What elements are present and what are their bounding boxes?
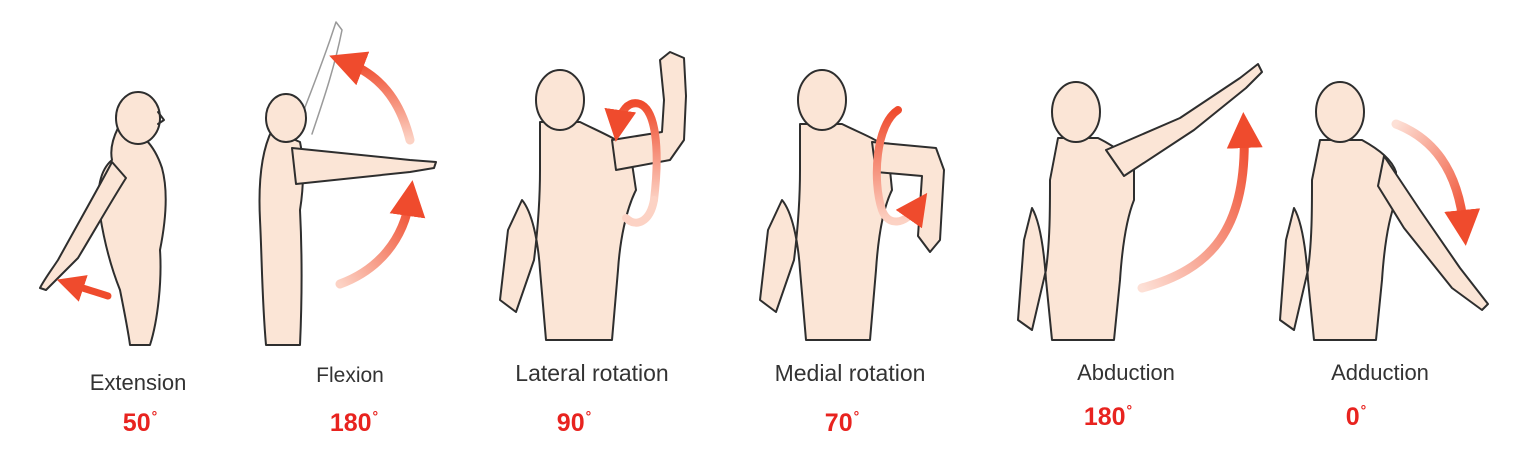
flexion-arrow-lower <box>335 180 426 289</box>
abduction-body <box>1017 137 1135 341</box>
value-abduction-number: 180 <box>1083 403 1126 431</box>
value-adduction-unit: ° <box>1360 402 1367 418</box>
lateral-arrow-lower <box>622 196 658 227</box>
extension-nose <box>157 111 165 125</box>
value-adduction: 0° <box>1346 402 1367 432</box>
label-adduction: Adduction <box>1331 360 1429 385</box>
value-flexion: 180° <box>330 408 378 438</box>
medial-arrow <box>872 106 928 229</box>
extension-body <box>97 127 167 346</box>
figure-abduction <box>1017 63 1263 341</box>
figure-flexion <box>258 21 437 346</box>
flexion-body <box>258 129 304 346</box>
adduction-body <box>1279 139 1397 341</box>
label-flexion: Flexion <box>316 364 384 387</box>
value-extension-unit: ° <box>151 408 158 424</box>
value-lateral-rotation-number: 90 <box>556 409 585 437</box>
flexion-raised-arm-ghost <box>295 21 343 135</box>
figure-lateral-rotation <box>499 51 687 341</box>
value-abduction-unit: ° <box>1126 402 1133 418</box>
adduction-arm <box>1377 155 1489 311</box>
adduction-arrow <box>1391 119 1481 246</box>
value-medial-rotation-unit: ° <box>853 408 860 424</box>
figure-adduction <box>1279 81 1489 341</box>
lateral-head <box>535 69 585 131</box>
label-medial-rotation: Medial rotation <box>774 360 926 386</box>
extension-arrow <box>56 275 112 302</box>
figure-medial-rotation <box>759 69 945 341</box>
adduction-head <box>1315 81 1365 143</box>
value-flexion-unit: ° <box>372 408 379 424</box>
value-extension: 50° <box>123 408 157 438</box>
extension-arm <box>39 161 127 291</box>
label-abduction: Abduction <box>1077 360 1175 385</box>
value-medial-rotation: 70° <box>825 408 859 438</box>
flexion-head <box>265 93 307 143</box>
figure-extension <box>39 91 167 346</box>
value-lateral-rotation-unit: ° <box>585 408 592 424</box>
extension-head <box>115 91 161 145</box>
flexion-arrow-upper <box>329 51 415 145</box>
value-medial-rotation-number: 70 <box>824 409 853 437</box>
value-flexion-number: 180 <box>329 409 372 437</box>
value-lateral-rotation: 90° <box>557 408 591 438</box>
medial-head <box>797 69 847 131</box>
abduction-arrow <box>1137 112 1263 293</box>
value-extension-number: 50 <box>122 409 151 437</box>
label-extension: Extension <box>89 370 187 395</box>
flexion-arm <box>291 147 437 185</box>
value-abduction: 180° <box>1084 402 1132 432</box>
label-lateral-rotation: Lateral rotation <box>515 360 669 386</box>
medial-body <box>759 123 893 341</box>
abduction-head <box>1051 81 1101 143</box>
value-adduction-number: 0 <box>1345 403 1360 431</box>
abduction-arm <box>1105 63 1263 177</box>
lateral-arrow <box>604 99 661 204</box>
